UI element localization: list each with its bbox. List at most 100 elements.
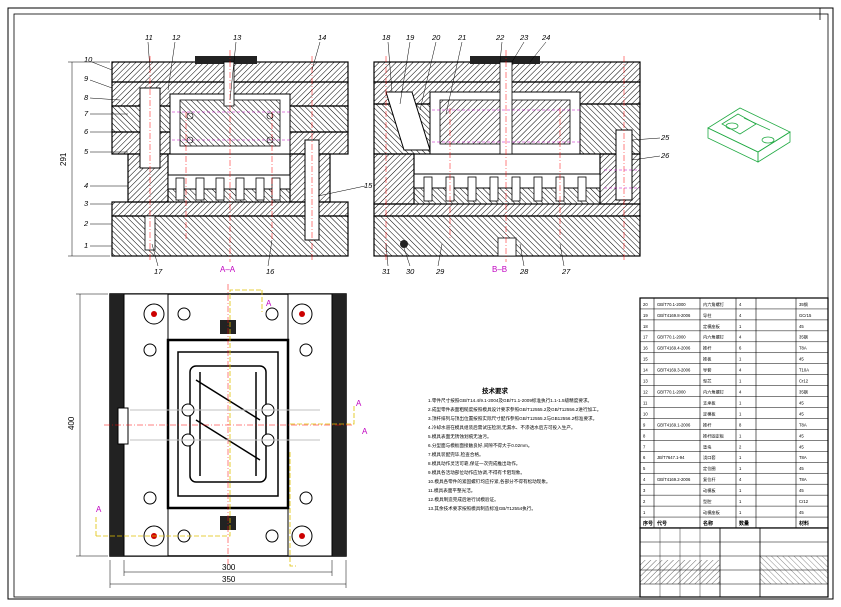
svg-text:3: 3 — [84, 199, 89, 208]
bom-cell: 4 — [643, 477, 646, 482]
svg-text:2: 2 — [83, 219, 89, 228]
bom-cell: 4 — [739, 302, 742, 307]
bom-cell: 45 — [799, 444, 804, 449]
bom-cell: 12 — [643, 390, 648, 395]
svg-text:28: 28 — [519, 267, 529, 276]
bom-cell: 1 — [739, 488, 742, 493]
bom-cell: 9 — [643, 422, 646, 427]
bom-cell: 35钢 — [799, 334, 808, 341]
note-1: 1.零件尺寸按照GB/T14.4/9.1-2004及GB/T1.1-2009标准… — [428, 397, 592, 404]
svg-text:17: 17 — [154, 267, 163, 276]
bom-cell: 浇口套 — [703, 454, 716, 461]
bom-cell: 1 — [739, 433, 742, 438]
bom-cell: 内六角螺钉 — [703, 389, 725, 396]
note-13: 13.其余技术要求按照模具制造标准GB/T12554执行。 — [428, 505, 536, 512]
bom-cell: 11 — [643, 400, 648, 405]
dim-label-400: 400 — [67, 416, 76, 430]
bom-cell: 7 — [643, 444, 646, 449]
svg-text:4: 4 — [84, 181, 88, 190]
sheet-outer-border — [7, 7, 834, 600]
bom-header-cell: 材料 — [799, 520, 809, 527]
bom-cell: GB/T4169.1-2006 — [657, 422, 691, 427]
bom-cell: T8A — [799, 422, 807, 427]
plan-dimensions — [76, 293, 347, 588]
dim-label-300: 300 — [222, 563, 236, 572]
bom-cell: GB/T70.1-2000 — [657, 390, 686, 395]
bom-cell: 1 — [739, 510, 742, 515]
svg-text:A: A — [96, 505, 102, 514]
svg-text:1: 1 — [84, 241, 88, 250]
bom-cell: GB/T4169.3-2006 — [657, 368, 691, 373]
note-8: 8.模具动作灵活可靠,保证一次完成推出动作。 — [428, 460, 520, 467]
svg-text:29: 29 — [435, 267, 445, 276]
bom-cell: 3 — [643, 488, 646, 493]
svg-text:A: A — [356, 399, 362, 408]
dim-label-350: 350 — [222, 575, 236, 584]
bom-cell: 6 — [643, 455, 646, 460]
bom-cell: 2 — [643, 499, 646, 504]
bom-header-cell: 序号 — [642, 520, 653, 527]
bom-cell: 13 — [643, 379, 648, 384]
bom-cell: GCr15 — [799, 313, 812, 318]
technical-notes: 技术要求 1.零件尺寸按照GB/T14.4/9.1-2004及GB/T1.1-2… — [428, 386, 601, 512]
bom-cell: 20 — [643, 302, 648, 307]
bom-cell: 动模板 — [703, 487, 716, 494]
bom-cell: 支承板 — [703, 399, 716, 406]
note-7: 7.模具装配完毕,检查合格。 — [428, 451, 484, 458]
bom-cell: GB/T70.1-2000 — [657, 335, 686, 340]
bom-cell: 8 — [739, 422, 742, 427]
bom-cell: 17 — [643, 335, 648, 340]
bom-cell: Cr12 — [799, 379, 809, 384]
note-9: 9.模具各活动部位动作应协调,不得有卡阻现象。 — [428, 469, 525, 476]
note-4: 4.冷却水道在模具组装后需试压检测,无漏水、不渗透水后方可投入生产。 — [428, 424, 576, 431]
bom-cell: 35钢 — [799, 301, 808, 308]
svg-text:22: 22 — [495, 33, 505, 42]
bom-cell: 型腔 — [703, 498, 711, 505]
bom-cell: 推杆 — [703, 345, 712, 352]
bom-cell: 1 — [739, 400, 742, 405]
dim-label-291: 291 — [59, 152, 68, 166]
note-3: 3.顶杆排列与顶出位置按照实际尺寸配作参照GB/T12555.2与GB12556… — [428, 415, 597, 422]
section-label-bb: B–B — [492, 265, 507, 274]
bom-cell: 导套 — [703, 367, 712, 374]
cut-mark-labels: A A A A — [96, 299, 368, 514]
bom-cell: 14 — [643, 368, 648, 373]
svg-text:27: 27 — [561, 267, 571, 276]
notes-title: 技术要求 — [482, 386, 509, 395]
bom-cell: GB/T4169.2-2006 — [657, 477, 691, 482]
bom-cell: 15 — [643, 357, 648, 362]
bom-cell: 16 — [643, 346, 648, 351]
bom-cell: 35钢 — [799, 389, 808, 396]
bom-cell: 4 — [739, 368, 742, 373]
bom-cell: 45 — [799, 466, 804, 471]
bom-cell: Cr12 — [799, 499, 809, 504]
bom-cell: T8A — [799, 477, 807, 482]
bom-cell: 45 — [799, 357, 804, 362]
note-2: 2.成型零件表面粗糙度按照模具设计要求参照GB/T12555.2及GB/T125… — [428, 406, 601, 413]
svg-text:26: 26 — [660, 151, 670, 160]
bom-cell: T8A — [799, 346, 807, 351]
bom-cell: 复位杆 — [703, 476, 716, 483]
bom-cell: 45 — [799, 411, 804, 416]
svg-text:31: 31 — [382, 267, 390, 276]
bom-cell: 内六角螺钉 — [703, 301, 725, 308]
bom-cell: 10 — [643, 411, 648, 416]
svg-text:7: 7 — [84, 109, 89, 118]
svg-text:23: 23 — [519, 33, 529, 42]
bom-cell: 内六角螺钉 — [703, 334, 725, 341]
bom-cell: 45 — [799, 488, 804, 493]
bom-cell: 1 — [739, 411, 742, 416]
bom-cell: 4 — [739, 390, 742, 395]
bom-cell: 45 — [799, 433, 804, 438]
bom-cell: 1 — [739, 455, 742, 460]
bom-cell: 2 — [739, 444, 742, 449]
bom-cell: 1 — [739, 466, 742, 471]
bom-cell: 4 — [739, 335, 742, 340]
svg-text:18: 18 — [382, 33, 391, 42]
bom-cell: 推板 — [703, 356, 712, 363]
bom-header-cell: 代号 — [656, 520, 667, 527]
bom-cell: JB/T7647.1-94 — [657, 455, 685, 460]
svg-text:10: 10 — [84, 55, 93, 64]
bom-cell: 4 — [739, 313, 742, 318]
